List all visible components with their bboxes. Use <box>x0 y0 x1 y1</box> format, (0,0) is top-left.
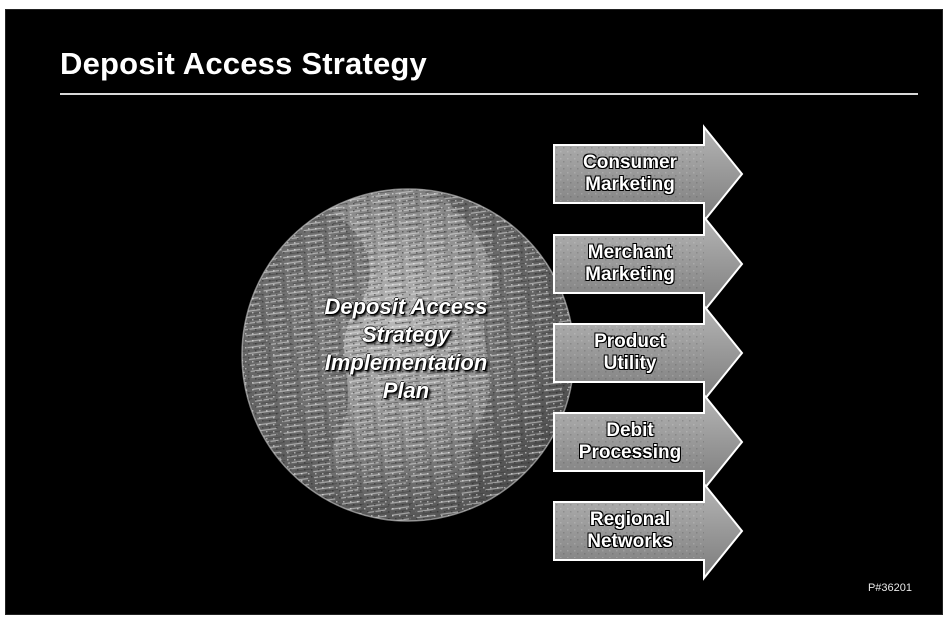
arrow-label-line: Marketing <box>585 264 675 285</box>
arrow-shapes <box>553 124 744 581</box>
globe-label-line: Implementation <box>324 350 488 375</box>
arrow-label-line: Product <box>594 331 666 352</box>
arrow-consumer-marketing: Consumer Marketing <box>554 152 706 196</box>
arrow-debit-processing: Debit Processing <box>554 420 706 464</box>
arrow-label-line: Debit <box>606 420 654 441</box>
arrow-label-line: Merchant <box>587 242 673 263</box>
globe-label-line: Deposit Access <box>324 294 488 319</box>
arrow-label-line: Consumer <box>583 152 677 173</box>
arrow-label-line: Regional <box>589 509 671 530</box>
arrow-label-line: Marketing <box>585 174 675 195</box>
document-id: P#36201 <box>867 582 912 594</box>
slide: Deposit Access Strategy <box>5 9 943 615</box>
title-divider <box>60 93 918 95</box>
arrow-product-utility: Product Utility <box>554 331 706 375</box>
arrow-regional-networks: Regional Networks <box>554 509 706 553</box>
arrow-merchant-marketing: Merchant Marketing <box>554 242 706 286</box>
arrow-label-line: Networks <box>587 531 673 552</box>
globe-label-line: Strategy <box>361 322 451 347</box>
arrow-label-line: Processing <box>578 442 682 463</box>
globe-label-line: Plan <box>382 378 430 403</box>
globe-graphic <box>241 124 744 581</box>
globe-label: Deposit Access Strategy Implementation P… <box>296 293 516 405</box>
slide-title: Deposit Access Strategy <box>60 46 427 81</box>
arrow-label-line: Utility <box>603 353 657 374</box>
